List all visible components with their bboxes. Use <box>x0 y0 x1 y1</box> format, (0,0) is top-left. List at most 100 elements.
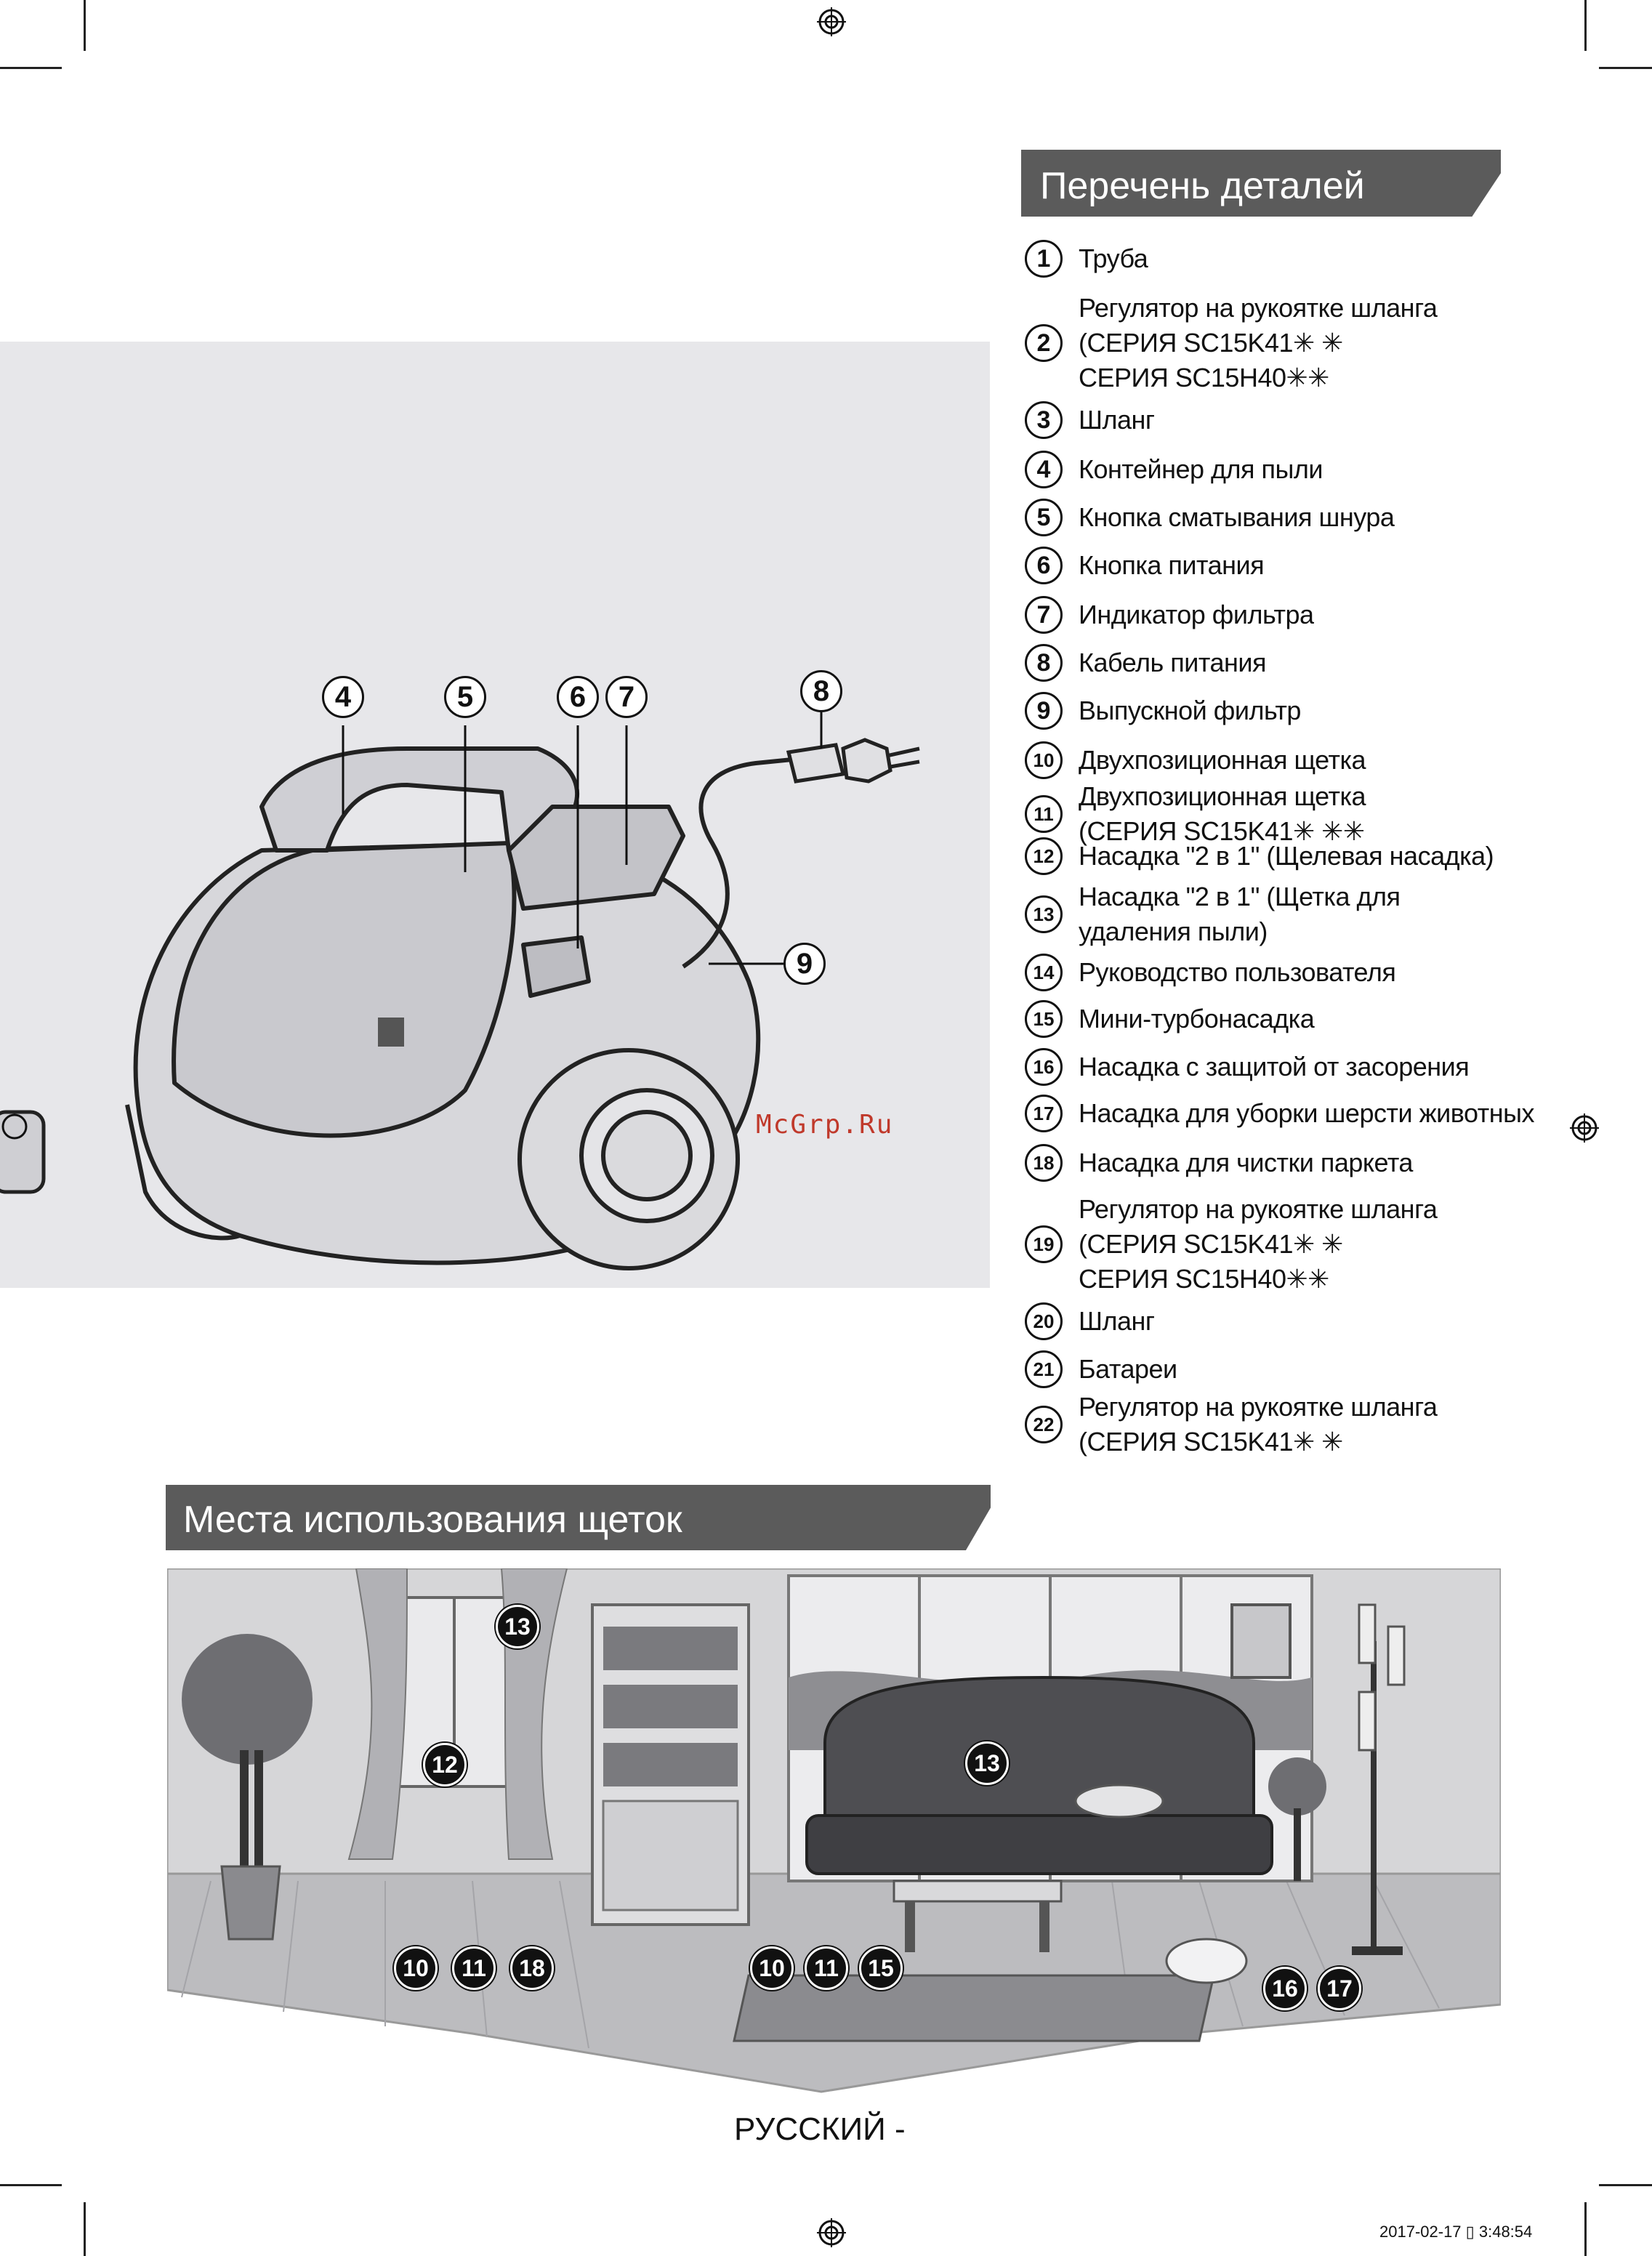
callout-7: 7 <box>605 676 648 718</box>
part-number-circle: 12 <box>1025 837 1063 875</box>
parts-list-item: 6 Кнопка питания <box>1025 547 1265 584</box>
parts-section-title: Перечень деталей <box>1040 165 1365 207</box>
crop-mark <box>1584 2202 1587 2256</box>
print-timestamp: 2017-02-17 ▯ 3:48:54 <box>1379 2223 1533 2241</box>
parts-list-item: 20 Шланг <box>1025 1302 1155 1340</box>
part-label-line: Контейнер для пыли <box>1079 454 1323 484</box>
parts-list-item: 21 Батареи <box>1025 1350 1177 1388</box>
part-label-line: СЕРИЯ SC15H40✳✳ <box>1079 1264 1329 1294</box>
part-number-circle: 13 <box>1025 895 1063 933</box>
part-label-line: (СЕРИЯ SC15K41✳ ✳ <box>1079 1427 1343 1457</box>
part-label-line: Регулятор на рукоятке шланга <box>1079 1392 1438 1422</box>
part-number-circle: 9 <box>1025 692 1063 730</box>
part-label-line: Кнопка сматывания шнура <box>1079 502 1395 532</box>
part-label-line: Индикатор фильтра <box>1079 600 1314 629</box>
badge-13-sofa: 13 <box>965 1741 1009 1785</box>
part-label-line: Батареи <box>1079 1354 1177 1384</box>
part-label-line: Двухпозиционная щетка <box>1079 781 1366 811</box>
vacuum-illustration-panel: 4 5 6 7 8 9 McGrp.Ru <box>0 342 990 1288</box>
crop-mark <box>84 0 86 51</box>
registration-mark-icon <box>817 7 846 36</box>
part-number-circle: 21 <box>1025 1350 1063 1388</box>
callout-4: 4 <box>322 676 364 718</box>
parts-list-item: 8 Кабель питания <box>1025 644 1267 682</box>
crop-mark <box>0 67 62 69</box>
part-number-circle: 19 <box>1025 1225 1063 1263</box>
brush-section-title: Места использования щеток <box>183 1499 682 1541</box>
part-number-circle: 5 <box>1025 499 1063 536</box>
parts-list-item: 11 Двухпозиционная щетка (СЕРИЯ SC15K41✳ ✳… <box>1025 779 1366 849</box>
part-label-line: Двухпозиционная щетка <box>1079 745 1366 775</box>
part-label-line: (СЕРИЯ SC15K41✳ ✳ <box>1079 1229 1343 1259</box>
part-number-circle: 2 <box>1025 324 1063 362</box>
crop-mark <box>84 2202 86 2256</box>
badge-15: 15 <box>859 1946 903 1990</box>
part-label-line: Труба <box>1079 243 1148 273</box>
parts-list-item: 14 Руководство пользователя <box>1025 954 1396 991</box>
parts-list-item: 7 Индикатор фильтра <box>1025 596 1314 634</box>
callout-9: 9 <box>783 943 826 985</box>
room-illustration <box>166 1567 1502 2093</box>
badge-10-floor: 10 <box>394 1946 438 1990</box>
crop-mark <box>1599 2184 1652 2186</box>
part-number-circle: 17 <box>1025 1095 1063 1132</box>
part-number-circle: 3 <box>1025 401 1063 439</box>
part-number-circle: 6 <box>1025 547 1063 584</box>
registration-mark-icon <box>1570 1113 1599 1143</box>
part-number-circle: 7 <box>1025 596 1063 634</box>
crop-mark <box>0 2184 62 2186</box>
badge-16: 16 <box>1263 1967 1307 2010</box>
badge-12: 12 <box>423 1743 467 1786</box>
part-label-line: Кнопка питания <box>1079 550 1265 580</box>
part-number-circle: 14 <box>1025 954 1063 991</box>
badge-13-window: 13 <box>496 1605 539 1648</box>
part-number-circle: 8 <box>1025 644 1063 682</box>
part-label-line: Руководство пользователя <box>1079 957 1396 987</box>
registration-mark-icon <box>817 2218 846 2247</box>
parts-list-item: 19 Регулятор на рукоятке шланга (СЕРИЯ SC1… <box>1025 1192 1438 1297</box>
watermark: McGrp.Ru <box>756 1110 894 1140</box>
part-label-line: Регулятор на рукоятке шланга <box>1079 1194 1438 1224</box>
page-language-label: РУССКИЙ - <box>734 2111 906 2147</box>
part-label-line: Мини-турбонасадка <box>1079 1004 1315 1034</box>
brush-section-header: Места использования щеток <box>166 1485 991 1550</box>
crop-mark <box>1599 67 1652 69</box>
room-scene: 13 12 13 10 11 18 10 11 15 16 17 <box>166 1567 1502 2106</box>
part-label-line: Регулятор на рукоятке шланга <box>1079 293 1438 323</box>
part-label-line: (СЕРИЯ SC15K41✳ ✳ <box>1079 328 1343 358</box>
badge-11-rug: 11 <box>805 1946 848 1990</box>
part-label-line: Кабель питания <box>1079 648 1267 677</box>
part-label-line: (СЕРИЯ SC15K41✳ ✳✳ <box>1079 816 1365 846</box>
parts-list-item: 1 Труба <box>1025 240 1148 278</box>
badge-10-rug: 10 <box>750 1946 794 1990</box>
badge-17: 17 <box>1318 1967 1361 2010</box>
part-label-line: Шланг <box>1079 1306 1155 1336</box>
part-label-line: удаления пыли) <box>1079 916 1268 946</box>
part-number-circle: 16 <box>1025 1048 1063 1086</box>
part-number-circle: 10 <box>1025 741 1063 779</box>
crop-mark <box>1584 0 1587 51</box>
part-label-line: СЕРИЯ SC15H40✳✳ <box>1079 363 1329 392</box>
parts-list-item: 5 Кнопка сматывания шнура <box>1025 499 1395 536</box>
badge-11-floor: 11 <box>452 1946 496 1990</box>
part-label-line: Насадка для чистки паркета <box>1079 1148 1413 1177</box>
parts-list-item: 9 Выпускной фильтр <box>1025 692 1301 730</box>
parts-list-item: 16 Насадка с защитой от засорения <box>1025 1048 1470 1086</box>
vacuum-cleaner-illustration <box>0 712 920 1270</box>
part-label-line: Насадка "2 в 1" (Щелевая насадка) <box>1079 841 1494 871</box>
part-label-line: Насадка для уборки шерсти животных <box>1079 1098 1534 1128</box>
part-number-circle: 20 <box>1025 1302 1063 1340</box>
part-label-line: Выпускной фильтр <box>1079 696 1301 725</box>
badge-18: 18 <box>510 1946 554 1990</box>
part-number-circle: 1 <box>1025 240 1063 278</box>
parts-list-item: 4 Контейнер для пыли <box>1025 451 1323 488</box>
callout-5: 5 <box>444 676 486 718</box>
parts-list-item: 17 Насадка для уборки шерсти животных <box>1025 1095 1534 1132</box>
part-number-circle: 4 <box>1025 451 1063 488</box>
part-number-circle: 11 <box>1025 795 1063 833</box>
part-label-line: Насадка с защитой от засорения <box>1079 1052 1470 1081</box>
